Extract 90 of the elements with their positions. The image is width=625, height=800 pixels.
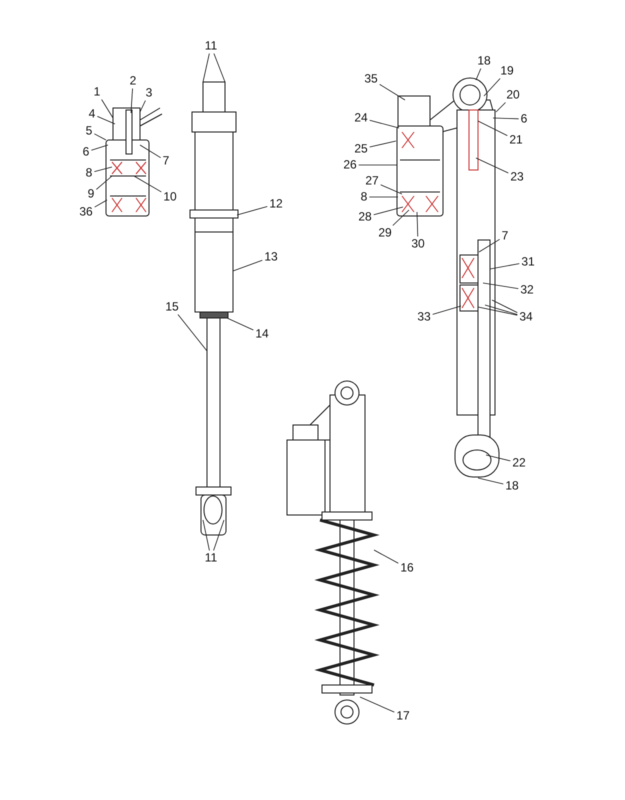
- leader-line: [90, 144, 108, 151]
- leader-line: [202, 53, 210, 82]
- callout-number: 23: [509, 170, 525, 184]
- callout-number: 19: [499, 64, 515, 78]
- leader-line: [482, 282, 519, 290]
- leader-line: [140, 144, 162, 158]
- callout-number: 9: [86, 188, 96, 200]
- leader-line: [380, 184, 402, 194]
- callout-number: 22: [511, 456, 527, 470]
- callout-number: 34: [518, 310, 534, 324]
- callout-number: 13: [263, 250, 279, 264]
- leader-line: [492, 300, 518, 314]
- leader-line: [94, 200, 108, 208]
- leader-line: [478, 478, 504, 484]
- callout-number: 11: [204, 552, 218, 564]
- leader-line: [96, 116, 116, 124]
- leader-line: [358, 164, 398, 166]
- callout-number: 35: [363, 72, 379, 86]
- leader-line: [484, 304, 518, 315]
- callout-number: 36: [78, 206, 94, 218]
- callout-number: 16: [399, 562, 415, 574]
- leader-line: [101, 99, 114, 118]
- leader-line: [134, 176, 162, 192]
- leader-line: [226, 318, 254, 330]
- leader-line: [202, 520, 210, 551]
- callout-number: 2: [128, 74, 138, 88]
- leader-line: [96, 176, 112, 190]
- callout-number: 7: [162, 154, 170, 168]
- callout-number: 32: [519, 284, 535, 296]
- leader-line: [478, 120, 508, 136]
- callout-number: 7: [500, 230, 510, 242]
- leader-line: [373, 206, 404, 216]
- leader-line: [416, 212, 418, 237]
- callout-number: 18: [504, 480, 520, 492]
- callout-number: 24: [353, 112, 369, 124]
- shock-absorber-cutaway-drawing: [396, 78, 500, 478]
- callout-number: 14: [254, 328, 270, 340]
- leader-line: [369, 120, 400, 128]
- callout-number: 21: [508, 134, 524, 146]
- leader-line: [486, 454, 511, 462]
- leader-line: [478, 238, 500, 252]
- callout-number: 26: [342, 158, 358, 172]
- callout-number: 27: [364, 174, 380, 188]
- callout-number: 10: [162, 190, 178, 204]
- leader-line: [360, 696, 395, 713]
- leader-line: [130, 88, 133, 114]
- leader-line: [178, 314, 208, 352]
- callout-number: 31: [520, 256, 536, 268]
- callout-number: 25: [353, 142, 369, 156]
- callout-number: 30: [410, 238, 426, 250]
- callout-number: 1: [92, 86, 102, 98]
- leader-line: [94, 133, 106, 140]
- leader-line: [490, 263, 520, 270]
- shock-absorber-drawing: [190, 82, 238, 536]
- callout-number: 8: [360, 190, 368, 204]
- callout-number: 15: [164, 300, 180, 314]
- leader-line: [232, 260, 263, 272]
- coilover-shock-drawing: [286, 380, 380, 724]
- callout-number: 18: [476, 54, 492, 68]
- callout-number: 20: [505, 88, 521, 102]
- leader-line: [484, 78, 500, 96]
- leader-line: [140, 100, 146, 112]
- callout-number: 29: [377, 226, 393, 240]
- leader-line: [94, 166, 112, 172]
- leader-line: [392, 210, 410, 226]
- callout-number: 33: [416, 310, 432, 324]
- leader-line: [496, 102, 506, 112]
- leader-line: [476, 158, 509, 174]
- leader-line: [369, 140, 396, 148]
- leader-line: [379, 84, 406, 100]
- callout-number: 11: [204, 40, 218, 52]
- callout-number: 5: [84, 124, 94, 138]
- callout-number: 6: [82, 146, 90, 158]
- leader-line: [478, 306, 518, 316]
- shock-absorber-cutaway-drawing: [106, 108, 162, 216]
- callout-number: 3: [144, 86, 154, 100]
- leader-line: [492, 118, 520, 120]
- callout-number: 28: [357, 210, 373, 224]
- leader-line: [432, 306, 462, 315]
- leader-line: [214, 53, 226, 82]
- leader-line: [368, 196, 398, 198]
- leader-line: [213, 520, 224, 551]
- leader-line: [476, 68, 482, 80]
- callout-number: 4: [88, 108, 96, 120]
- leader-line: [374, 550, 399, 564]
- callout-number: 6: [520, 112, 528, 126]
- callout-number: 8: [84, 166, 94, 180]
- leader-line: [236, 206, 268, 216]
- callout-number: 12: [268, 198, 284, 210]
- callout-number: 17: [395, 710, 411, 722]
